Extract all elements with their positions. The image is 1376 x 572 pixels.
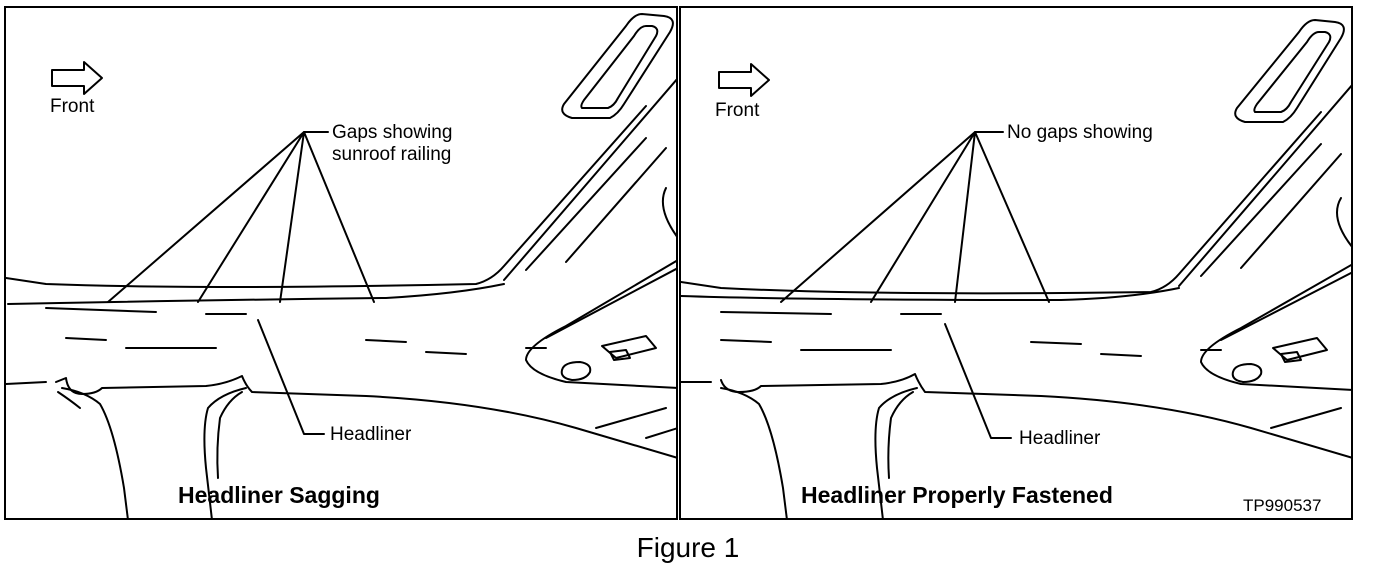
headliner-label: Headliner: [330, 424, 412, 445]
fastened-illustration: [681, 19, 1351, 518]
front-arrow-icon: [718, 63, 770, 97]
panel-headliner-sagging: Front Gaps showing sunroof railing Headl…: [4, 6, 678, 520]
front-label: Front: [50, 96, 95, 117]
gap-leader-lines: [780, 131, 1050, 303]
figure-caption: Figure 1: [636, 532, 740, 563]
overhead-console: [1200, 263, 1351, 391]
gaps-label-line2: sunroof railing: [332, 144, 452, 165]
figure-code: TP990537: [1243, 496, 1322, 515]
sagging-illustration: [6, 13, 676, 518]
sunroof-edge: [6, 105, 647, 288]
headliner-label: Headliner: [1019, 428, 1101, 449]
panel-title: Headliner Properly Fastened: [801, 482, 1113, 508]
panel-title: Headliner Sagging: [178, 482, 380, 508]
headliner-edge: [7, 283, 505, 305]
panel-headliner-fastened: Front No gaps showing Headliner Headline…: [679, 6, 1353, 520]
front-arrow-icon: [51, 61, 103, 95]
headliner-leader: [257, 319, 325, 435]
grab-handle: [1234, 19, 1345, 123]
grab-handle: [561, 13, 674, 119]
no-gaps-label: No gaps showing: [1007, 122, 1153, 143]
gap-leader-lines: [107, 131, 375, 303]
overhead-console: [525, 260, 676, 389]
gaps-label-line1: Gaps showing: [332, 122, 453, 143]
front-label: Front: [715, 100, 760, 121]
headliner-leader: [944, 323, 1012, 439]
sunroof-edge: [681, 111, 1322, 295]
headliner-edge: [681, 287, 1180, 301]
